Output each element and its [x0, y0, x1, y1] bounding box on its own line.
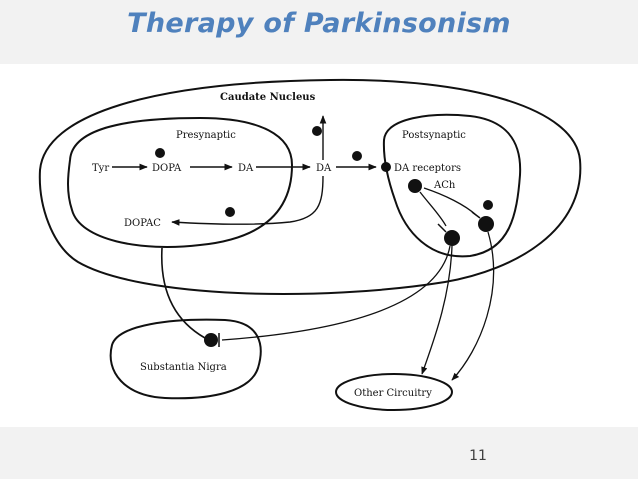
- slide-title: Therapy of Parkinsonism: [127, 8, 511, 39]
- output-to-circuitry-1: [421, 245, 453, 375]
- caudate-nucleus-region: [38, 78, 582, 295]
- step-5-number: 5: [315, 128, 319, 135]
- da-cleft-label: DA: [316, 163, 332, 174]
- postsynaptic-label: Postsynaptic: [402, 130, 466, 141]
- synapse-bar-2: [471, 211, 481, 219]
- dopac-arrow: [171, 175, 324, 226]
- dopa-label: DOPA: [152, 163, 182, 174]
- ach-label: ACh: [433, 180, 456, 191]
- step-5-badge: [312, 126, 322, 136]
- step-1-badge: [155, 148, 165, 158]
- output-to-circuitry-2: [451, 231, 495, 381]
- ach-neuron-dot: [408, 179, 422, 193]
- ach-to-terminal-line: [419, 191, 447, 227]
- other-circuitry-label: Other Circuitry: [354, 388, 432, 399]
- da-receptors-label: DA receptors: [394, 163, 461, 174]
- postsynaptic-cell: [382, 113, 522, 258]
- step-3-number: 3: [355, 153, 359, 160]
- page-number: 11: [469, 448, 487, 464]
- da-inner-label: DA: [238, 163, 254, 174]
- synapse-bar-1: [437, 223, 447, 233]
- nigral-axon: [160, 247, 206, 339]
- presynaptic-label: Presynaptic: [176, 130, 236, 141]
- step-3-badge: [352, 151, 362, 161]
- step-2-number: 2: [228, 209, 232, 216]
- title-band: [0, 0, 638, 64]
- caudate-nucleus-label: Caudate Nucleus: [220, 92, 316, 103]
- dopac-label: DOPAC: [124, 218, 161, 229]
- step-4-number: 4: [486, 202, 490, 209]
- gaba-terminal-dot: [478, 216, 494, 232]
- step-4-badge: [483, 200, 493, 210]
- da-receptor-dot: [381, 162, 391, 172]
- tyr-label: Tyr: [92, 163, 109, 174]
- nigra-terminal-dot: [204, 333, 218, 347]
- step-1-number: 1: [158, 150, 162, 157]
- cholinergic-terminal-dot: [444, 230, 460, 246]
- other-circuitry-region: [335, 373, 453, 411]
- footer-band: [0, 427, 638, 479]
- substantia-nigra-region: [109, 318, 262, 400]
- substantia-nigra-label: Substantia Nigra: [140, 362, 227, 373]
- ach-to-terminal2-line: [423, 187, 477, 216]
- striatonigral-projection: [221, 245, 451, 341]
- presynaptic-terminal: [67, 116, 294, 248]
- step-2-badge: [225, 207, 235, 217]
